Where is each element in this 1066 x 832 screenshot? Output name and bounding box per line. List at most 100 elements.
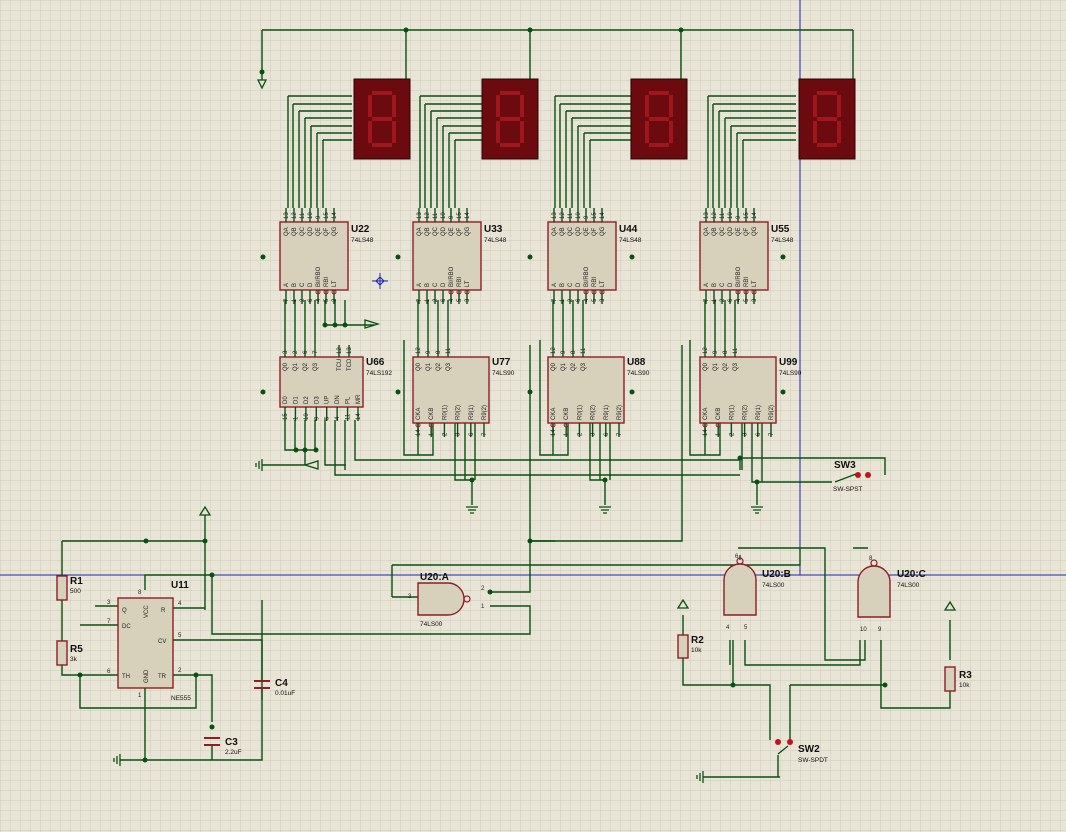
gate-u20a[interactable]: U20:A 74LS00 3 2 1 bbox=[408, 572, 485, 628]
pin-number: 14 bbox=[465, 212, 471, 219]
segment bbox=[837, 95, 841, 117]
gate-u20b[interactable]: U20:B 74LS00 6 4 5 bbox=[723, 554, 791, 631]
counter-part: 74LS192 bbox=[366, 370, 392, 377]
counter-u77[interactable]: U7774LS90Q012Q19Q28Q311CKA14CKB1R0(1)2R0… bbox=[412, 345, 515, 437]
input-label: C bbox=[568, 282, 574, 287]
pin-number: 9 bbox=[316, 215, 322, 219]
decoder-ref: U44 bbox=[619, 224, 638, 235]
input-label: LT bbox=[600, 280, 606, 287]
svg-text:500: 500 bbox=[70, 588, 81, 595]
segment bbox=[520, 95, 524, 117]
counter-u66[interactable]: U6674LS192Q03Q12Q26Q37TCU12TCD13D015D11D… bbox=[279, 345, 392, 421]
pin-number: 7 bbox=[482, 432, 488, 436]
pin-number: 6 bbox=[469, 432, 475, 436]
svg-text:5: 5 bbox=[744, 625, 748, 631]
input-label: MR bbox=[356, 394, 362, 404]
output-label: QE bbox=[316, 227, 322, 236]
switch-sw2[interactable]: SW2 SW-SPDT bbox=[775, 739, 828, 764]
output-label: QA bbox=[552, 227, 558, 236]
svg-text:DC: DC bbox=[122, 624, 131, 630]
counter-u88[interactable]: U8874LS90Q012Q19Q28Q311CKA14CKB1R0(1)2R0… bbox=[547, 345, 650, 437]
decoder-u44[interactable]: U4474LS48QA13QB12QC11QD10QE9QF15QG14A7B1… bbox=[547, 208, 642, 304]
svg-text:8: 8 bbox=[138, 590, 142, 596]
input-label: R0(1) bbox=[729, 405, 735, 420]
pin-number: 13 bbox=[417, 212, 423, 219]
segment bbox=[372, 91, 392, 95]
resistor-r2[interactable]: R2 10k bbox=[677, 634, 704, 659]
input-label: R0(1) bbox=[577, 405, 583, 420]
output-label: QB bbox=[292, 227, 298, 236]
svg-text:1: 1 bbox=[481, 604, 485, 610]
segment bbox=[500, 143, 520, 147]
svg-text:10: 10 bbox=[860, 627, 867, 633]
decoder-u33[interactable]: U3374LS48QA13QB12QC11QD10QE9QF15QG14A7B1… bbox=[412, 208, 507, 304]
decoder-part: 74LS48 bbox=[484, 237, 507, 244]
timer-u11[interactable]: U11 NE555 Q DC TH R CV TR VCC GND 3 7 6 … bbox=[107, 580, 191, 702]
resistor-r3[interactable]: R3 10k bbox=[944, 666, 972, 692]
segment bbox=[649, 91, 669, 95]
pin-number: 13 bbox=[347, 347, 353, 354]
svg-text:3: 3 bbox=[408, 594, 412, 600]
output-label: QA bbox=[284, 227, 290, 236]
input-label: R9(1) bbox=[604, 405, 610, 420]
input-label: C bbox=[433, 282, 439, 287]
input-label: CKA bbox=[416, 408, 422, 420]
pin-number: 11 bbox=[581, 347, 587, 354]
gate-u20c[interactable]: U20:C 74LS00 8 10 9 bbox=[857, 556, 926, 633]
decoder-u55[interactable]: U5574LS48QA13QB12QC11QD10QE9QF15QG14A7B1… bbox=[699, 208, 794, 304]
input-label: A bbox=[552, 283, 558, 287]
pin-number: 2 bbox=[293, 350, 299, 354]
pin-number: 7 bbox=[704, 298, 710, 302]
resistor-r5[interactable]: R5 3k bbox=[56, 640, 83, 666]
pin-number: 8 bbox=[436, 350, 442, 354]
inverting-bubble bbox=[456, 289, 462, 295]
pin-number: 13 bbox=[704, 212, 710, 219]
pin-number: 4 bbox=[316, 298, 322, 302]
pin-number: 9 bbox=[713, 350, 719, 354]
counter-ref: U99 bbox=[779, 357, 798, 368]
pin-number: 9 bbox=[736, 215, 742, 219]
pin-number: 15 bbox=[283, 413, 289, 420]
pin-number: 4 bbox=[584, 298, 590, 302]
output-label: Q0 bbox=[416, 362, 422, 371]
pin-number: 5 bbox=[592, 298, 598, 302]
input-label: B bbox=[712, 283, 718, 287]
pin-number: 7 bbox=[313, 350, 319, 354]
pin-number: 11 bbox=[720, 212, 726, 219]
pin-number: 4 bbox=[449, 298, 455, 302]
pin-number: 11 bbox=[568, 212, 574, 219]
pin-number: 11 bbox=[446, 347, 452, 354]
segment bbox=[372, 117, 392, 121]
pin-number: 1 bbox=[560, 298, 566, 302]
inverting-bubble bbox=[448, 289, 454, 295]
svg-text:4: 4 bbox=[178, 601, 182, 607]
pin-number: 12 bbox=[560, 212, 566, 219]
timer-ref: U11 bbox=[171, 580, 189, 591]
input-label: CKA bbox=[551, 408, 557, 420]
svg-text:6: 6 bbox=[107, 669, 111, 675]
input-label: RBI bbox=[592, 277, 598, 287]
segment bbox=[817, 91, 837, 95]
counter-u99[interactable]: U9974LS90Q012Q19Q28Q311CKA14CKB1R0(1)2R0… bbox=[699, 345, 802, 437]
decoder-u22[interactable]: U2274LS48QA13QB12QC11QD10QE9QF15QG14A7B1… bbox=[279, 208, 374, 304]
switch-sw3[interactable]: SW3 SW-SPST bbox=[833, 460, 871, 493]
resistor-r1[interactable]: R1 500 bbox=[56, 575, 83, 601]
pin-number: 9 bbox=[449, 215, 455, 219]
svg-text:R: R bbox=[161, 608, 166, 614]
output-label: TCU bbox=[337, 359, 343, 371]
input-label: LT bbox=[465, 280, 471, 287]
pin-number: 11 bbox=[346, 413, 352, 420]
svg-text:10k: 10k bbox=[959, 682, 970, 689]
capacitor-c3[interactable]: C3 2.2uF bbox=[204, 737, 242, 756]
pin-number: 5 bbox=[325, 416, 331, 420]
output-label: TCD bbox=[347, 358, 353, 371]
output-label: QF bbox=[324, 227, 330, 236]
svg-text:GND: GND bbox=[144, 669, 150, 683]
svg-text:Q: Q bbox=[122, 608, 127, 614]
input-label: D3 bbox=[314, 396, 320, 404]
gate-u20a-part: 74LS00 bbox=[420, 621, 443, 628]
capacitor-c4[interactable]: C4 0.01uF bbox=[254, 675, 295, 700]
pin-number: 15 bbox=[592, 212, 598, 219]
svg-text:4: 4 bbox=[726, 625, 730, 631]
svg-text:7: 7 bbox=[107, 619, 111, 625]
